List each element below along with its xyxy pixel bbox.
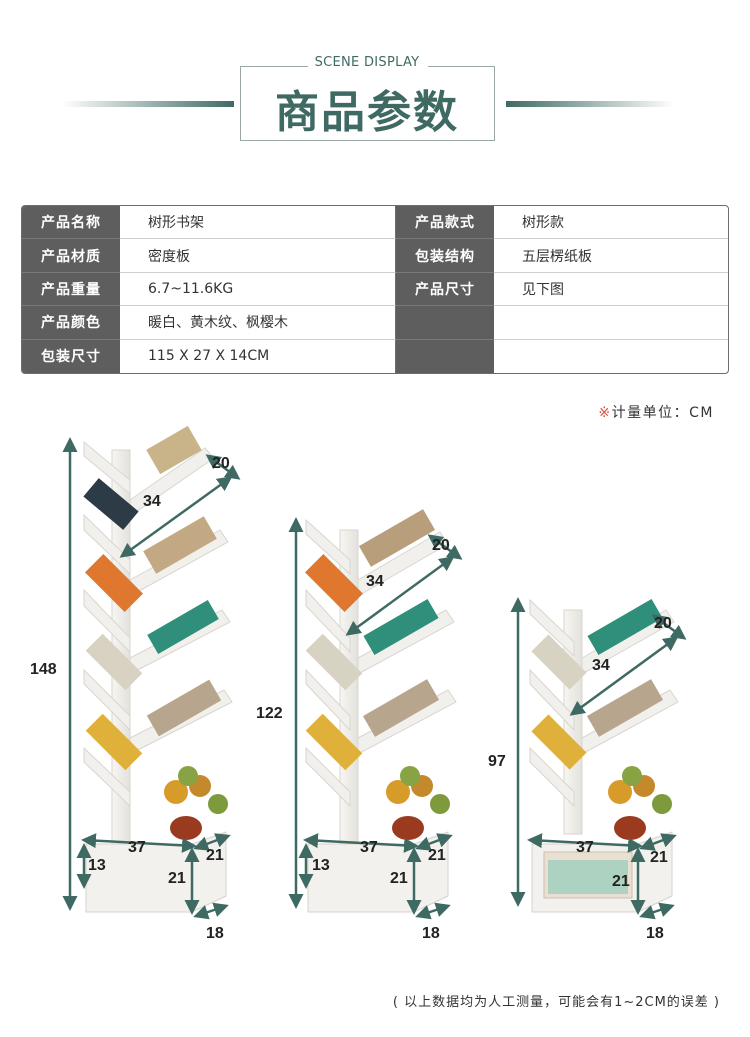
dim-label-side-depth: 21	[428, 847, 446, 864]
spec-label-empty	[396, 339, 494, 373]
dim-line-bottom-depth	[415, 902, 451, 920]
section-title: 商品参数	[275, 87, 459, 138]
dim-label-cab-h: 21	[612, 873, 630, 890]
dim-label-side-depth: 21	[206, 847, 224, 864]
spec-value: 115 X 27 X 14CM	[120, 339, 396, 373]
dim-line-depth-top	[205, 454, 241, 480]
spec-value: 暖白、黄木纹、枫樱木	[120, 306, 396, 340]
shelf-branch	[529, 746, 575, 808]
shelf-short: 97 20 34 37 21 21 18	[488, 597, 687, 942]
dim-label-height: 148	[30, 661, 57, 678]
spec-label: 产品材质	[22, 239, 120, 273]
dim-label-depth-top: 20	[432, 537, 450, 554]
spec-label: 产品重量	[22, 272, 120, 307]
spec-label: 包装结构	[396, 239, 494, 273]
spec-value: 树形书架	[120, 206, 396, 240]
dim-label-bottom-depth: 18	[206, 925, 224, 942]
dim-label-height: 97	[488, 753, 506, 770]
title-frame-top-left	[240, 66, 308, 67]
shelf-tall: 148 20 34 37 21 13 21 18	[30, 425, 241, 942]
dim-line-depth-top	[427, 534, 463, 560]
title-frame	[240, 66, 495, 141]
dim-line-side-depth	[415, 833, 453, 851]
header-rule-left	[62, 101, 234, 107]
dim-label-diag: 34	[366, 573, 384, 590]
spec-label: 产品尺寸	[396, 272, 494, 307]
spec-label: 产品名称	[22, 206, 120, 240]
shelf-branch	[83, 746, 131, 808]
note-mark: ※	[598, 405, 612, 421]
plant	[608, 766, 672, 840]
dim-label-height: 122	[256, 705, 283, 722]
dim-line-diag	[569, 636, 679, 716]
shelf-branch	[83, 588, 131, 654]
spec-value: 密度板	[120, 239, 396, 273]
dim-label-width: 37	[576, 839, 594, 856]
title-frame-top-right	[428, 66, 494, 67]
dim-line-width	[527, 833, 643, 853]
spec-value-empty	[494, 306, 728, 340]
shelf-branch	[83, 668, 131, 732]
dim-label-base-h: 13	[88, 857, 106, 874]
dim-label-diag: 34	[592, 657, 610, 674]
spec-value: 树形款	[494, 206, 728, 240]
dim-label-depth-top: 20	[212, 455, 230, 472]
shelf-branch	[529, 668, 575, 732]
spec-value: 五层楞纸板	[494, 239, 728, 273]
dim-line-width	[303, 833, 419, 853]
dim-line-diag	[119, 476, 233, 558]
dim-label-side-depth: 21	[650, 849, 668, 866]
dim-label-width: 37	[128, 839, 146, 856]
spec-value-empty	[494, 340, 728, 373]
dim-label-cab-h: 21	[168, 870, 186, 887]
shelf-branch	[305, 668, 351, 732]
section-header: SCENE DISPLAY 商品参数	[0, 0, 750, 160]
dim-label-bottom-depth: 18	[646, 925, 664, 942]
unit-note: ※计量单位：CM	[598, 402, 714, 422]
dim-line-depth-top	[651, 614, 687, 640]
plant	[164, 766, 228, 840]
dimension-diagram: 148 20 34 37 21 13 21 18	[30, 425, 687, 942]
shelf-medium: 122 20 34 37 21 13 21 18	[256, 509, 463, 942]
spec-label: 产品款式	[396, 206, 494, 240]
header-rule-right	[506, 101, 674, 107]
dim-label-width: 37	[360, 839, 378, 856]
spec-label: 产品颜色	[22, 306, 120, 340]
dim-line-side-depth	[193, 833, 231, 851]
dim-label-depth-top: 20	[654, 615, 672, 632]
dim-line-diag	[345, 556, 455, 636]
spec-table: 产品名称 树形书架 产品款式 树形款 产品材质 密度板 包装结构 五层楞纸板 产…	[21, 205, 729, 374]
dim-label-base-h: 13	[312, 857, 330, 874]
spec-value: 见下图	[494, 273, 728, 307]
shelf-branch	[83, 513, 131, 576]
spec-value: 6.7~11.6KG	[120, 272, 396, 307]
spec-label-empty	[396, 306, 494, 340]
shelf-branch	[305, 746, 351, 808]
spec-label: 包装尺寸	[22, 339, 120, 373]
plant	[386, 766, 450, 840]
dim-label-bottom-depth: 18	[422, 925, 440, 942]
dim-label-cab-h: 21	[390, 870, 408, 887]
unit-note-text: 计量单位：CM	[611, 405, 714, 421]
dim-label-diag: 34	[143, 493, 161, 510]
shelf-branch	[305, 588, 351, 654]
dim-line-side-depth	[639, 833, 677, 851]
section-subtitle: SCENE DISPLAY	[314, 55, 420, 70]
dim-line-width	[81, 833, 197, 853]
dim-line-bottom-depth	[193, 902, 229, 920]
dim-line-bottom-depth	[639, 902, 675, 920]
footnote: ( 以上数据均为人工测量，可能会有1~2CM的误差 )	[392, 995, 720, 1010]
books	[83, 425, 222, 771]
